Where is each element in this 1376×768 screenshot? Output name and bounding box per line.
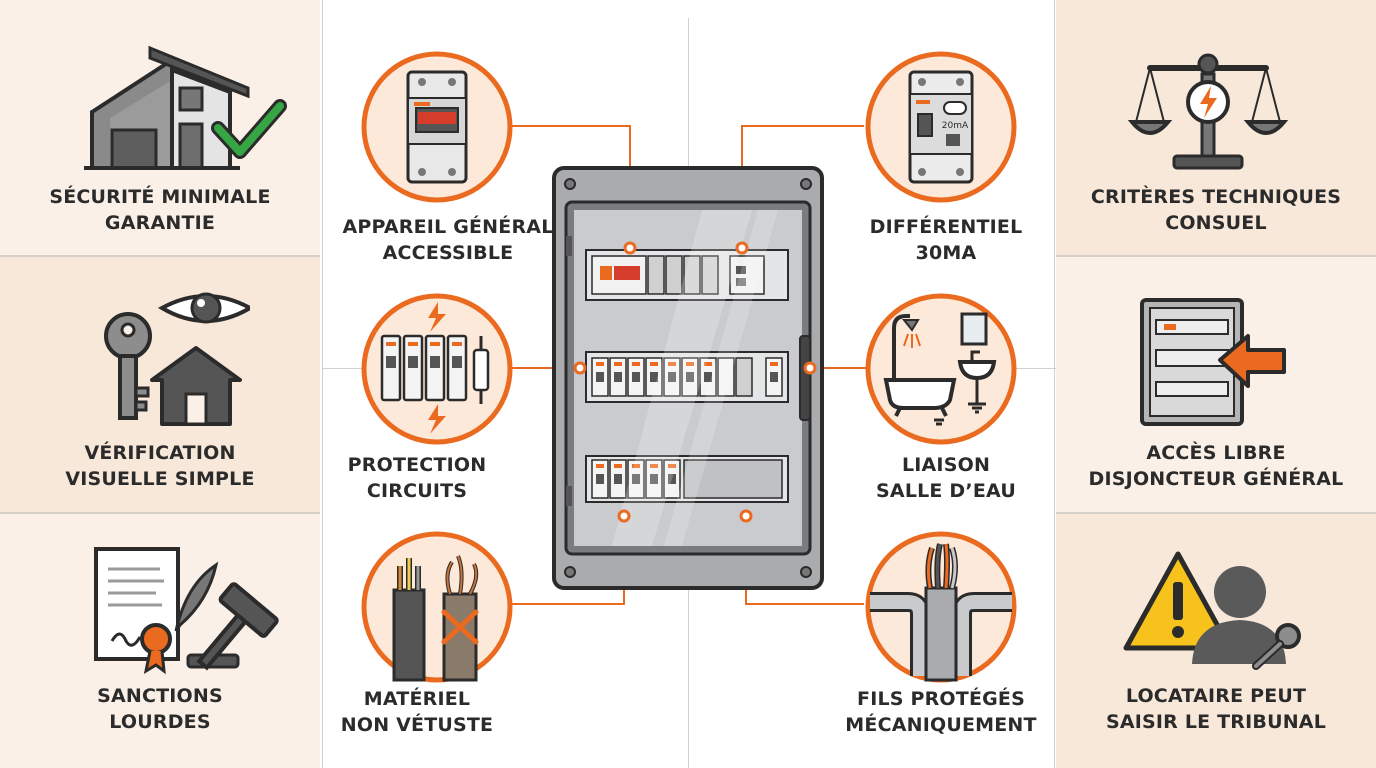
- divider: [1056, 255, 1376, 257]
- left-label-2: Vérification visuelle simple: [65, 442, 255, 490]
- warning-tenant-icon: [1123, 551, 1301, 670]
- right-panel-1-bg: [1056, 0, 1376, 256]
- center-left-label-1: Appareil général accessible: [342, 216, 554, 264]
- divider: [688, 18, 689, 168]
- differential-breaker-icon: 20mA: [865, 51, 1017, 203]
- bathroom-icon: [865, 293, 1017, 445]
- divider: [0, 512, 320, 514]
- right-label-3: Locataire peut saisir le tribunal: [1105, 685, 1327, 733]
- divider: [322, 0, 323, 768]
- divider: [0, 255, 320, 257]
- divider: [1056, 512, 1376, 514]
- document-gavel-icon: [94, 547, 279, 675]
- protected-wires-icon: [865, 531, 1017, 683]
- divider: [322, 368, 362, 369]
- divider: [1016, 368, 1056, 369]
- circuit-breakers-icon: [361, 293, 513, 445]
- divider: [1054, 0, 1055, 768]
- panel-arrow-icon: [1140, 298, 1286, 426]
- left-label-1: Sécurité minimale garantie: [49, 186, 271, 234]
- right-label-2: Accès libre disjoncteur général: [1088, 442, 1344, 490]
- balance-scale-icon: [1128, 53, 1288, 170]
- device-text: 20mA: [942, 121, 969, 131]
- center-right-label-3: Fils protégés mécaniquement: [845, 688, 1037, 736]
- electrical-panel: [552, 166, 824, 590]
- center-right-label-1: Différentiel 30mA: [869, 216, 1023, 264]
- center-right-label-2: Liaison salle d’eau: [876, 454, 1016, 502]
- damaged-cables-icon: [361, 531, 513, 683]
- center-left-label-3: Matériel non vétuste: [340, 688, 494, 736]
- main-breaker-icon: [361, 51, 513, 203]
- key-eye-house-icon: [104, 292, 250, 426]
- house-check-icon: [84, 45, 287, 170]
- divider: [688, 590, 689, 768]
- center-left-label-2: Protection circuits: [347, 454, 487, 502]
- left-label-3: Sanctions lourdes: [97, 685, 223, 733]
- right-label-1: Critères techniques Consuel: [1090, 186, 1342, 234]
